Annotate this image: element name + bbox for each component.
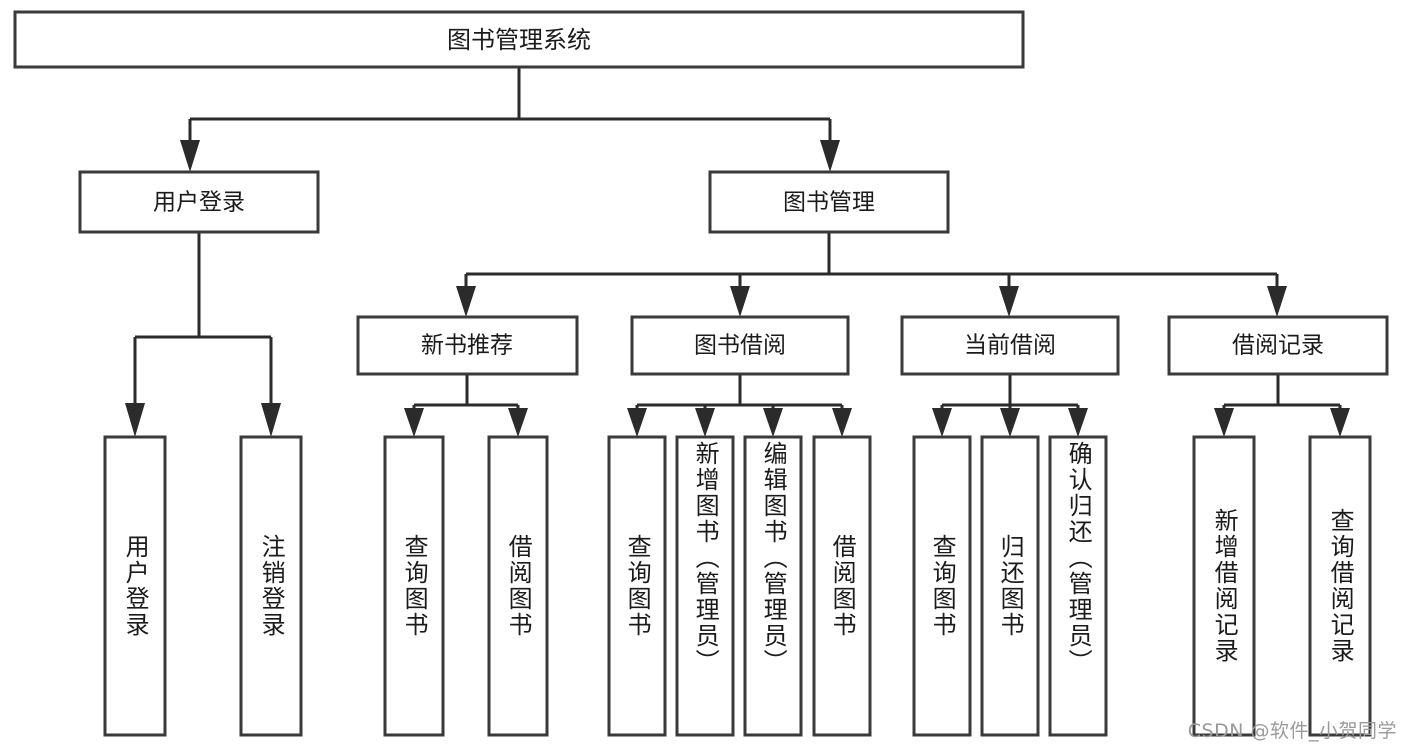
arrow-head-leaf-logout [261,403,281,437]
node-borrow-record-label: 借阅记录 [1232,333,1324,359]
node-book-borrow-label: 图书借阅 [694,333,786,359]
arrow-head-user-login [180,140,200,172]
arrow-head-leaf-edit-book [763,408,783,437]
arrow-head-leaf-confirm-return [1068,408,1088,437]
arrow-head-leaf-borrow-book-1 [508,408,528,437]
arrow-head-leaf-user-login [125,403,145,437]
node-leaf-borrow-book-2[interactable] [812,435,872,737]
arrow-head-borrow-record [1267,286,1287,317]
arrow-head-current-borrow [999,286,1019,317]
node-book-borrow[interactable]: 图书借阅 [630,315,850,376]
node-leaf-query-record[interactable] [1308,435,1372,737]
node-current-borrow-label: 当前借阅 [964,333,1056,359]
node-root[interactable]: 图书管理系统 [13,10,1025,69]
arrow-head-leaf-add-book [695,408,715,437]
arrow-head-leaf-query-book-3 [932,408,952,437]
node-book-manage[interactable]: 图书管理 [708,170,950,234]
node-leaf-user-login[interactable] [103,435,167,737]
node-leaf-add-book[interactable] [675,435,735,737]
node-new-book-recommend-label: 新书推荐 [421,333,513,359]
arrow-head-leaf-query-record [1330,408,1350,437]
node-leaf-query-book-2[interactable] [607,435,667,737]
connector-layer [125,67,1350,437]
arrow-head-leaf-query-book-2 [627,408,647,437]
arrow-head-new-book-recommend [456,286,476,317]
arrow-head-leaf-query-book-1 [404,408,424,437]
node-new-book-recommend[interactable]: 新书推荐 [356,315,579,376]
node-user-login-label: 用户登录 [153,190,245,216]
node-leaf-query-book-3[interactable] [912,435,972,737]
node-leaf-return-book[interactable] [980,435,1040,737]
node-book-manage-label: 图书管理 [783,190,875,216]
node-leaf-edit-book[interactable] [743,435,803,737]
node-leaf-query-book-1[interactable] [383,435,445,737]
node-borrow-record[interactable]: 借阅记录 [1167,315,1389,376]
csdn-watermark: CSDN @软件_小贺同学 [1187,720,1397,742]
arrow-head-book-manage [820,140,840,172]
node-leaf-add-record[interactable] [1192,435,1256,737]
node-root-label: 图书管理系统 [447,26,591,54]
node-leaf-confirm-return[interactable] [1048,435,1108,737]
node-leaf-borrow-book-1[interactable] [487,435,549,737]
arrow-head-leaf-borrow-book-2 [832,408,852,437]
node-layer: 图书管理系统 用户登录 图书管理 新书推荐 图书借阅 当前 [13,10,1389,737]
node-leaf-logout[interactable] [239,435,303,737]
arrow-head-leaf-add-record [1214,408,1234,437]
node-current-borrow[interactable]: 当前借阅 [900,315,1120,376]
arrow-head-book-borrow [730,286,750,317]
arrow-head-leaf-return-book [1000,408,1020,437]
node-user-login[interactable]: 用户登录 [78,170,320,234]
